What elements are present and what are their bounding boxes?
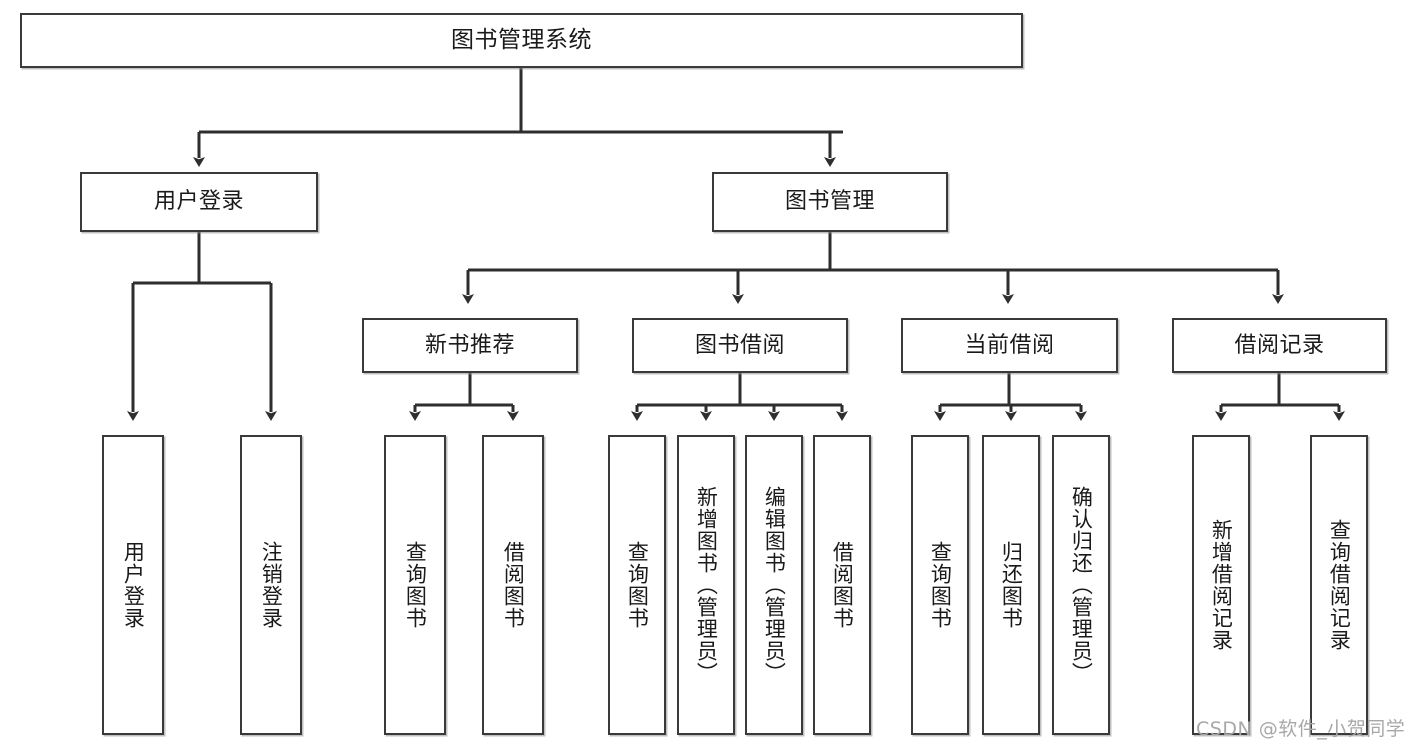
- node-label: 新增图书（管理员）: [694, 486, 719, 684]
- node-leaf-borrow-edit[interactable]: 编辑图书（管理员）: [745, 435, 803, 735]
- node-label: 查询图书: [928, 541, 953, 629]
- node-root[interactable]: 图书管理系统: [20, 13, 1023, 68]
- node-leaf-borrow-add[interactable]: 新增图书（管理员）: [677, 435, 735, 735]
- node-leaf-cur-confirm[interactable]: 确认归还（管理员）: [1052, 435, 1110, 735]
- node-label: 用户登录: [153, 189, 244, 215]
- node-leaf-rec-borrow[interactable]: 借阅图书: [482, 435, 544, 735]
- node-current-borrow[interactable]: 当前借阅: [901, 318, 1118, 373]
- node-borrow-record[interactable]: 借阅记录: [1172, 318, 1387, 373]
- node-label: 新增借阅记录: [1209, 519, 1234, 651]
- node-leaf-borrow-lend[interactable]: 借阅图书: [813, 435, 871, 735]
- csdn-watermark: CSDN @软件_小贺同学: [1196, 718, 1405, 740]
- node-label: 当前借阅: [964, 332, 1055, 358]
- node-label: 注销登录: [259, 541, 284, 629]
- node-label: 确认归还（管理员）: [1069, 486, 1094, 684]
- node-leaf-user-logout[interactable]: 注销登录: [240, 435, 302, 735]
- node-book-borrow[interactable]: 图书借阅: [632, 318, 848, 373]
- node-leaf-borrow-query[interactable]: 查询图书: [608, 435, 666, 735]
- node-new-book-rec[interactable]: 新书推荐: [362, 318, 578, 373]
- node-user-login[interactable]: 用户登录: [80, 172, 318, 232]
- node-label: 查询借阅记录: [1327, 519, 1352, 651]
- node-label: 图书借阅: [694, 332, 785, 358]
- node-label: 图书管理: [784, 189, 875, 215]
- node-label: 归还图书: [999, 541, 1024, 629]
- node-label: 图书管理系统: [451, 27, 592, 54]
- node-leaf-cur-return[interactable]: 归还图书: [982, 435, 1040, 735]
- node-label: 借阅图书: [830, 541, 855, 629]
- node-leaf-rec-add[interactable]: 新增借阅记录: [1192, 435, 1250, 735]
- node-label: 用户登录: [121, 541, 146, 629]
- node-leaf-user-login[interactable]: 用户登录: [102, 435, 164, 735]
- node-label: 查询图书: [403, 541, 428, 629]
- node-book-manage[interactable]: 图书管理: [712, 172, 948, 232]
- node-leaf-cur-query[interactable]: 查询图书: [911, 435, 969, 735]
- node-leaf-rec-query[interactable]: 查询图书: [384, 435, 446, 735]
- node-label: 新书推荐: [424, 332, 515, 358]
- node-label: 查询图书: [625, 541, 650, 629]
- node-leaf-rec-search[interactable]: 查询借阅记录: [1310, 435, 1368, 735]
- node-label: 借阅记录: [1234, 332, 1325, 358]
- node-label: 编辑图书（管理员）: [762, 486, 787, 684]
- node-label: 借阅图书: [501, 541, 526, 629]
